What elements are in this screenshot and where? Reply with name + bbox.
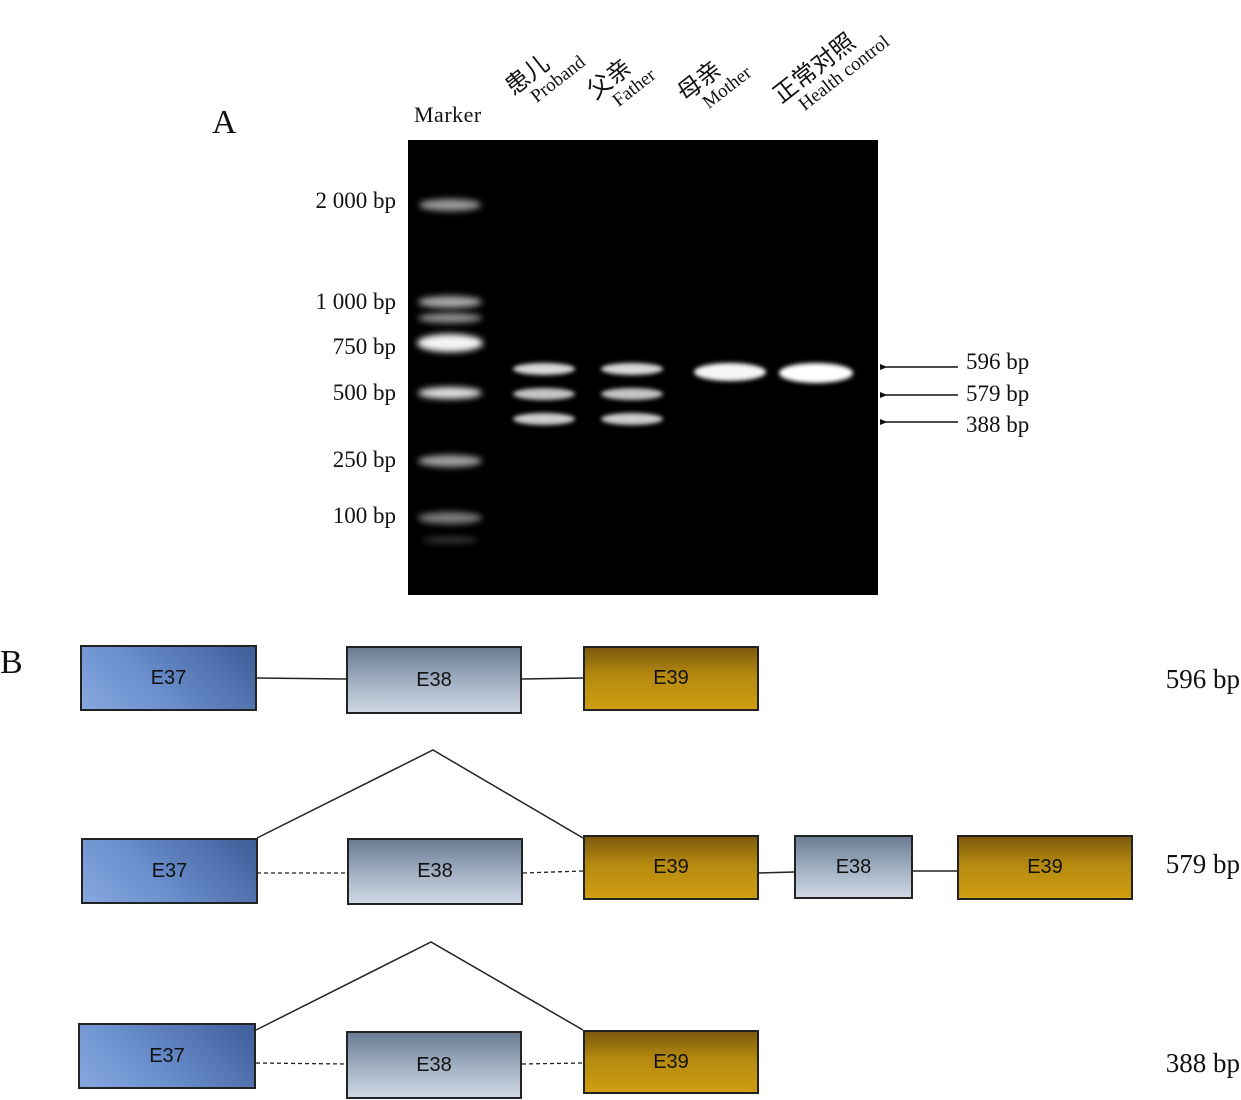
exon-e37: E37 [80, 645, 257, 711]
band-579 [513, 388, 575, 400]
exon-e39: E39 [583, 1030, 759, 1094]
skipped-intron-line [522, 870, 584, 874]
band-596 [601, 363, 663, 375]
isoform-length-596: 596 bp [1165, 664, 1240, 694]
band-596 [513, 363, 575, 375]
panel-b-label: B [0, 644, 23, 681]
band-arrows [880, 360, 958, 429]
intron-line [256, 677, 347, 680]
ladder-label-750: 750 bp [332, 334, 396, 359]
splice-arc [256, 749, 584, 839]
father-lane [601, 363, 663, 425]
mother-lane [694, 363, 766, 381]
marker-lane [417, 199, 483, 543]
panel-a-label: A [212, 104, 237, 141]
exon-e38-inserted: E38 [794, 835, 913, 899]
health-control-lane [779, 363, 853, 383]
exon-e37: E37 [81, 838, 258, 904]
intron-line [757, 871, 795, 874]
exon-e39: E39 [583, 835, 759, 900]
ladder-label-100: 100 bp [332, 503, 396, 528]
proband-lane [513, 363, 575, 425]
ladder-band-750 [417, 334, 483, 352]
band-388 [601, 413, 663, 425]
skipped-intron-line [521, 1062, 584, 1065]
ladder-band-1000 [418, 296, 482, 308]
band-label-596: 596 bp [966, 349, 1030, 374]
exon-e38: E38 [347, 838, 523, 905]
ladder-label-500: 500 bp [332, 380, 396, 405]
gel-bands [417, 199, 853, 543]
band-596 [779, 363, 853, 383]
exon-e37: E37 [78, 1023, 256, 1089]
splice-arc [255, 941, 584, 1031]
ladder-band-250 [418, 455, 482, 467]
intron-line [521, 677, 584, 680]
ladder-label-250: 250 bp [332, 447, 396, 472]
band-label-579: 579 bp [966, 381, 1030, 406]
ladder-band-100 [418, 512, 482, 524]
ladder-band-2000 [419, 199, 481, 211]
marker-header: Marker [414, 102, 482, 127]
exon-e38: E38 [346, 646, 522, 714]
exon-e39-second: E39 [957, 835, 1133, 900]
ladder-band-faint [422, 537, 478, 543]
ladder-label-2000: 2 000 bp [315, 188, 397, 213]
ladder-label-1000: 1 000 bp [315, 289, 397, 314]
skipped-intron-line [255, 1062, 347, 1065]
gel-image [408, 140, 878, 595]
band-label-388: 388 bp [966, 412, 1030, 437]
band-388 [513, 413, 575, 425]
isoform-length-388: 388 bp [1165, 1048, 1240, 1078]
band-579 [601, 388, 663, 400]
exon-e39: E39 [583, 646, 759, 711]
ladder-band-1000b [418, 313, 482, 323]
band-596 [694, 363, 766, 381]
isoform-length-579: 579 bp [1165, 849, 1240, 879]
ladder-band-500 [418, 387, 482, 399]
exon-e38: E38 [346, 1031, 522, 1099]
